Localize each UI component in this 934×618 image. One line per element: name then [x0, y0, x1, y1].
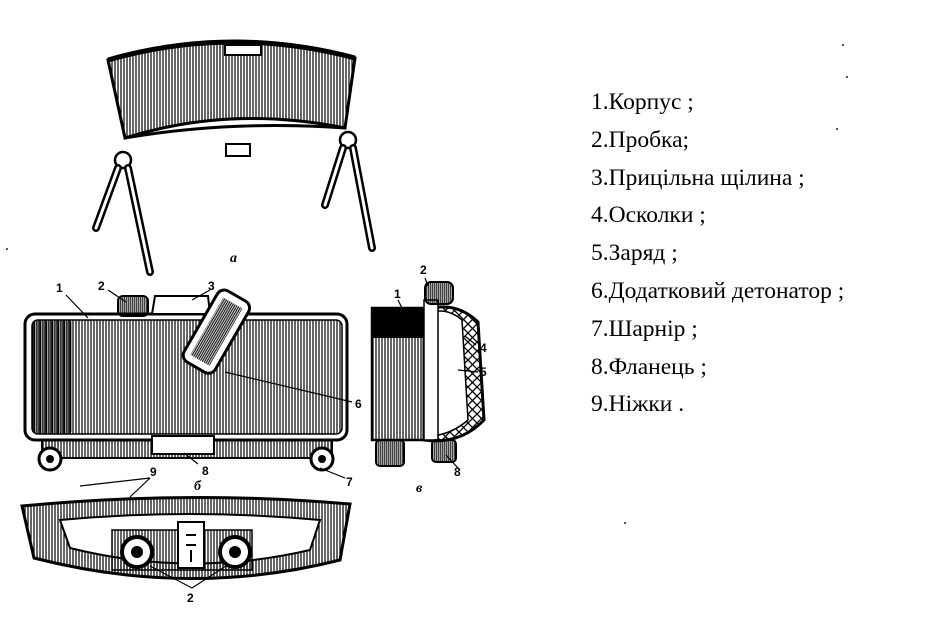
callout-bottom-plug: 2 [187, 591, 194, 605]
scan-speck [624, 522, 626, 524]
legend-item-plug: 2.Пробка; [591, 126, 690, 153]
legend-item-hinge: 7.Шарнір ; [591, 315, 698, 342]
legend-item-additional-detonator: 6.Додатковий детонатор ; [591, 277, 845, 304]
legend-item-legs: 9.Ніжки . [591, 391, 685, 418]
legend-item-charge: 5.Заряд ; [591, 240, 678, 267]
scan-speck [6, 248, 8, 250]
view-bottom: 2 [20, 495, 352, 605]
view-c-label: в [416, 481, 423, 496]
callout-side-charge: 5 [480, 365, 487, 379]
callout-body: 1 [56, 281, 63, 295]
legend-item-sight-slit: 3.Прицільна щілина ; [591, 164, 805, 191]
callout-sight: 3 [208, 279, 215, 293]
callout-side-plug: 2 [420, 263, 427, 277]
view-b-front: 1 2 3 6 8 7 9 б [23, 279, 362, 498]
callout-detonator: 6 [355, 397, 362, 411]
legend-item-body: 1.Корпус ; [591, 89, 694, 115]
callout-side-fragments: 4 [480, 341, 487, 355]
parts-legend: 1.Корпус ; 2.Пробка; 3.Прицільна щілина … [591, 84, 844, 424]
view-a-label: а [230, 251, 237, 266]
legend-item-flange: 8.Фланець ; [591, 353, 707, 380]
scan-speck [842, 44, 844, 46]
callout-flange: 8 [202, 464, 209, 478]
mine-technical-drawing: а 1 2 3 6 8 7 9 б [20, 39, 487, 605]
callout-plug: 2 [98, 279, 105, 293]
view-a-body [106, 40, 357, 140]
callout-side-body: 1 [394, 287, 401, 301]
view-c-side-section: 1 2 4 5 8 в [370, 263, 487, 496]
callout-legs: 9 [150, 465, 157, 479]
view-a-left-leg [92, 150, 154, 276]
callout-hinge: 7 [346, 475, 353, 489]
legend-item-fragments: 4.Осколки ; [591, 202, 706, 229]
scan-speck [836, 128, 838, 130]
scan-speck [846, 76, 848, 78]
view-a-mine-on-legs: а [92, 39, 376, 276]
view-b-label: б [194, 479, 202, 494]
view-a-right-leg [321, 130, 376, 252]
callout-side-flange: 8 [454, 465, 461, 479]
